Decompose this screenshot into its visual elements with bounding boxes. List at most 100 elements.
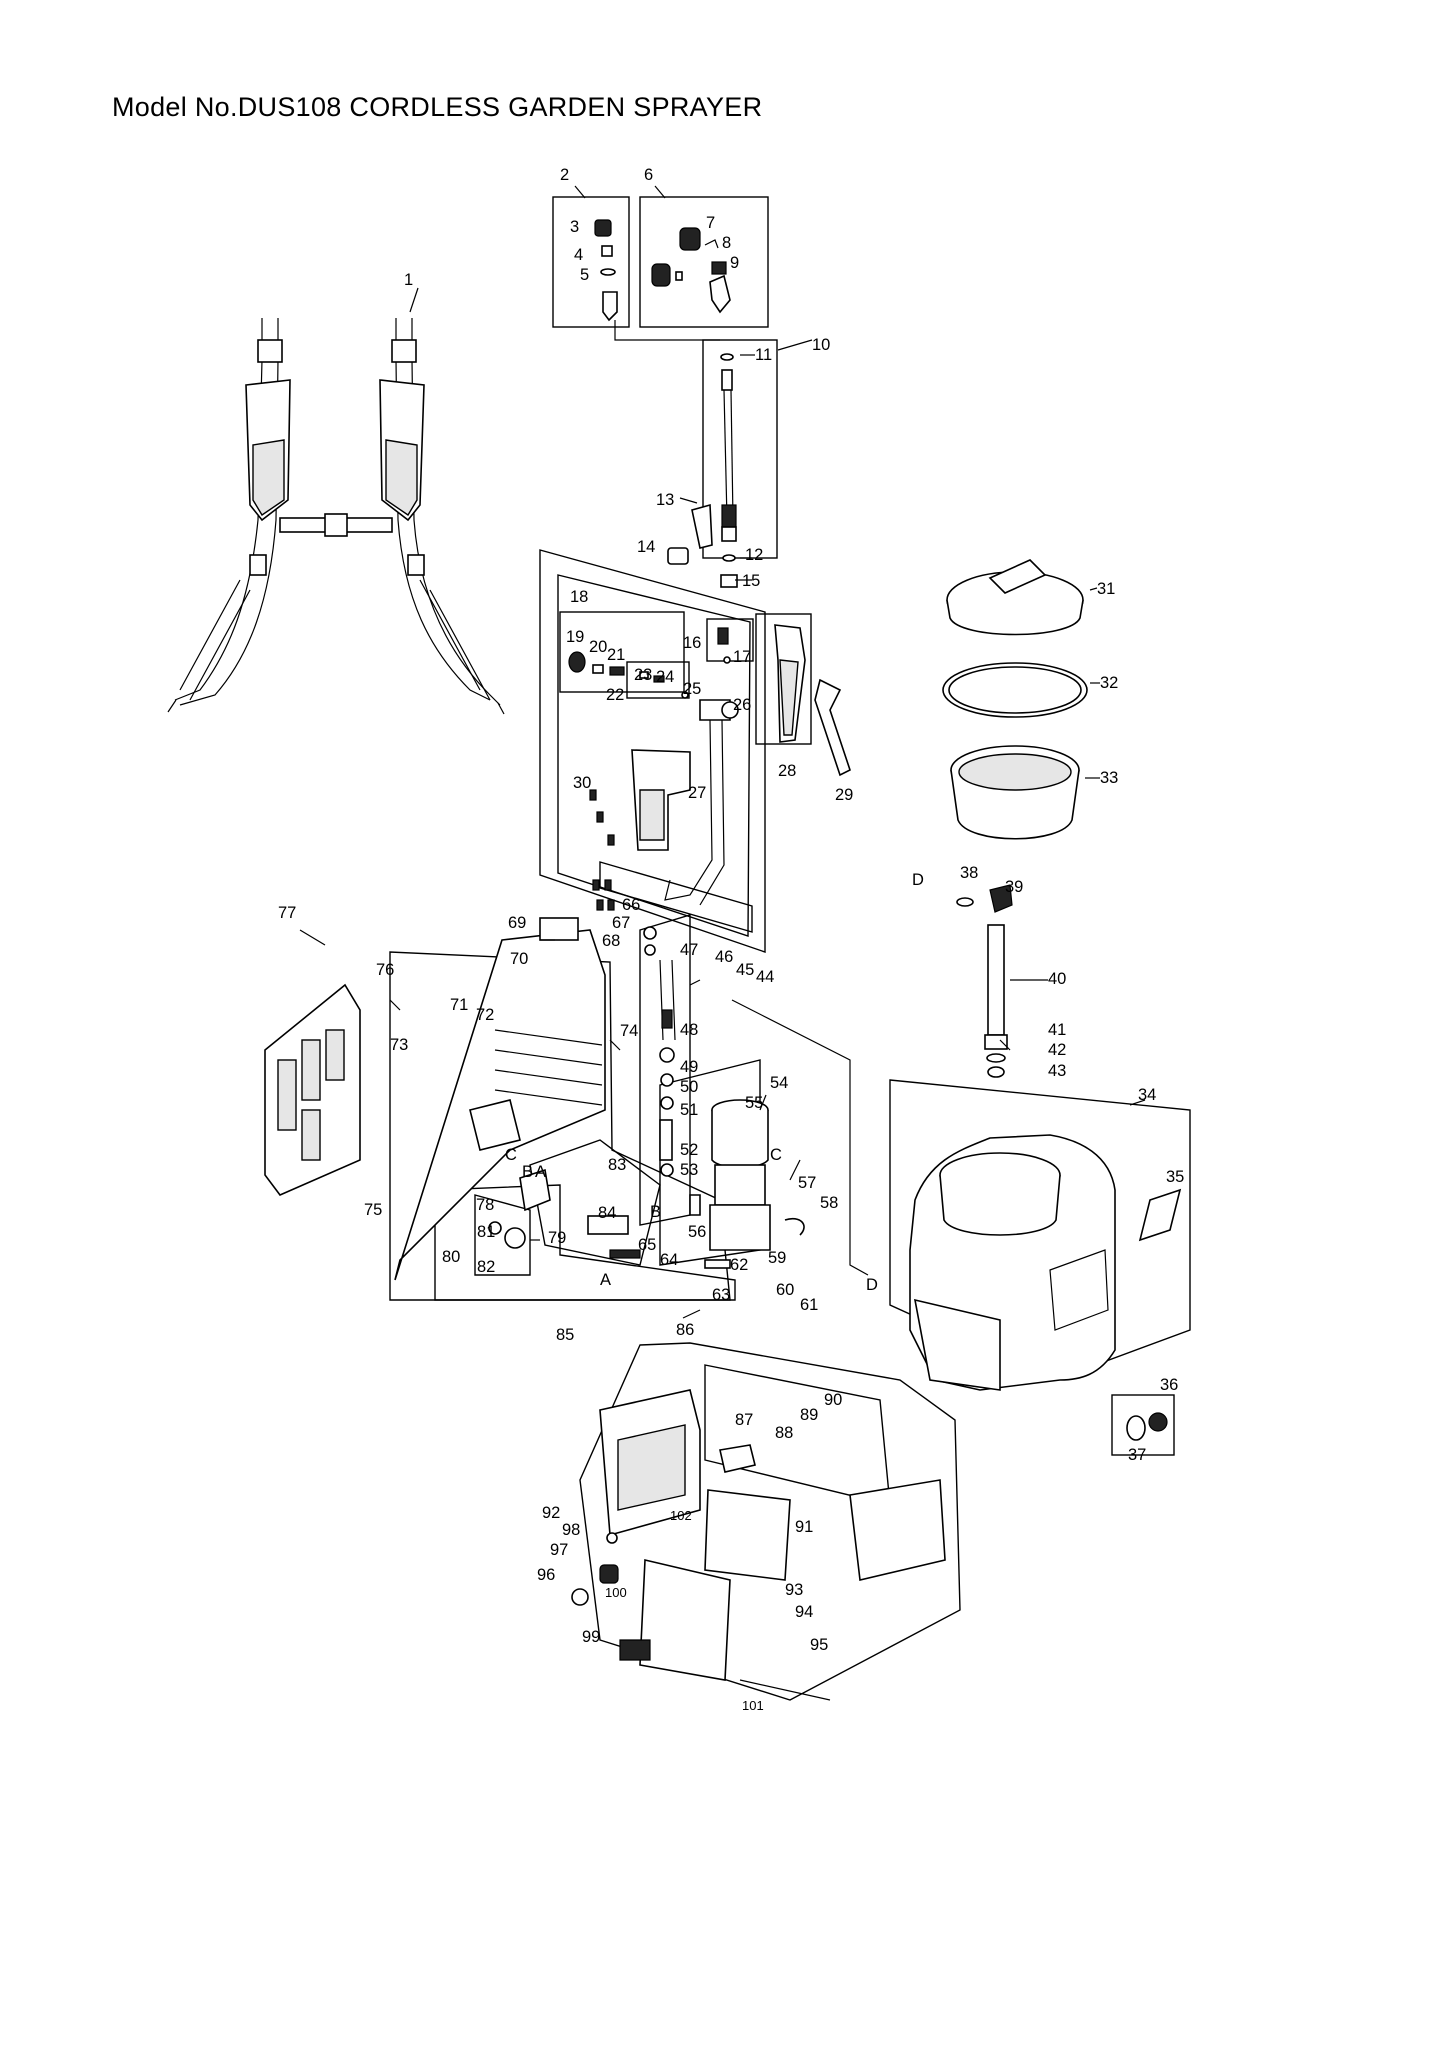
battery-holder-illustration xyxy=(571,1389,946,1701)
part-label-5: 5 xyxy=(580,266,589,284)
part-label-11: 11 xyxy=(755,346,772,364)
part-label-30: 30 xyxy=(573,774,591,792)
part-label-61: 61 xyxy=(800,1296,818,1314)
part-label-21: 21 xyxy=(607,646,625,664)
part-label-34: 34 xyxy=(1138,1086,1156,1104)
part-label-43: 43 xyxy=(1048,1062,1066,1080)
part-label-25: 25 xyxy=(683,680,701,698)
part-label-59: 59 xyxy=(768,1249,786,1267)
part-label-53: 53 xyxy=(680,1161,698,1179)
part-label-81: 81 xyxy=(477,1223,495,1241)
part-label-48: 48 xyxy=(680,1021,698,1039)
connector-label-a-1: A xyxy=(600,1271,611,1289)
part-label-4: 4 xyxy=(574,246,583,264)
connector-label-d-2: D xyxy=(912,871,924,889)
part-label-6: 6 xyxy=(644,166,653,184)
connector-label-b-2: B xyxy=(522,1163,533,1181)
pump-motor-illustration xyxy=(659,959,805,1269)
part-label-101: 101 xyxy=(742,1698,764,1713)
part-label-60: 60 xyxy=(776,1281,794,1299)
part-label-64: 64 xyxy=(660,1251,678,1269)
part-label-33: 33 xyxy=(1100,769,1118,787)
part-label-78: 78 xyxy=(476,1196,494,1214)
part-label-15: 15 xyxy=(742,572,760,590)
part-label-62: 62 xyxy=(730,1256,748,1274)
part-label-7: 7 xyxy=(706,214,715,232)
part-label-39: 39 xyxy=(1005,878,1023,896)
part-label-84: 84 xyxy=(598,1204,616,1222)
harness-illustration xyxy=(167,318,505,715)
connector-label-c-2: C xyxy=(505,1146,517,1164)
part-label-49: 49 xyxy=(680,1058,698,1076)
part-label-16: 16 xyxy=(683,634,701,652)
part-label-68: 68 xyxy=(602,932,620,950)
part-label-92: 92 xyxy=(542,1504,560,1522)
tank-body-illustration xyxy=(909,1134,1182,1441)
part-label-67: 67 xyxy=(612,914,630,932)
part-label-50: 50 xyxy=(680,1078,698,1096)
nozzle-wand-illustration xyxy=(594,219,738,588)
part-label-74: 74 xyxy=(620,1022,638,1040)
part-label-52: 52 xyxy=(680,1141,698,1159)
part-label-93: 93 xyxy=(785,1581,803,1599)
part-label-42: 42 xyxy=(1048,1041,1066,1059)
part-label-72: 72 xyxy=(476,1006,494,1024)
part-label-83: 83 xyxy=(608,1156,626,1174)
suction-tube-illustration xyxy=(956,884,1013,1078)
part-label-41: 41 xyxy=(1048,1021,1066,1039)
part-label-73: 73 xyxy=(390,1036,408,1054)
part-label-89: 89 xyxy=(800,1406,818,1424)
part-label-26: 26 xyxy=(733,696,751,714)
part-label-99: 99 xyxy=(582,1628,600,1646)
part-label-96: 96 xyxy=(537,1566,555,1584)
part-label-38: 38 xyxy=(960,864,978,882)
part-label-10: 10 xyxy=(812,336,830,354)
part-label-29: 29 xyxy=(835,786,853,804)
part-label-3: 3 xyxy=(570,218,579,236)
part-label-100: 100 xyxy=(605,1585,627,1600)
part-label-17: 17 xyxy=(733,648,751,666)
part-label-90: 90 xyxy=(824,1391,842,1409)
connector-label-d-1: D xyxy=(866,1276,878,1294)
part-label-77: 77 xyxy=(278,904,296,922)
part-label-95: 95 xyxy=(810,1636,828,1654)
part-label-45: 45 xyxy=(736,961,754,979)
part-label-2: 2 xyxy=(560,166,569,184)
part-label-44: 44 xyxy=(756,968,774,986)
tank-lid-filter-illustration xyxy=(942,559,1088,840)
part-label-63: 63 xyxy=(712,1286,730,1304)
part-label-65: 65 xyxy=(638,1236,656,1254)
part-label-46: 46 xyxy=(715,948,733,966)
part-labels: 1 2 3 4 5 6 7 8 9 10 11 12 13 14 15 16 1… xyxy=(278,166,1184,1713)
part-label-54: 54 xyxy=(770,1074,788,1092)
part-label-94: 94 xyxy=(795,1603,813,1621)
part-label-87: 87 xyxy=(735,1411,753,1429)
connector-label-a-2: A xyxy=(535,1163,546,1181)
part-label-56: 56 xyxy=(688,1223,706,1241)
part-label-79: 79 xyxy=(548,1229,566,1247)
part-label-31: 31 xyxy=(1097,580,1115,598)
part-label-13: 13 xyxy=(656,491,674,509)
part-label-47: 47 xyxy=(680,941,698,959)
part-label-1: 1 xyxy=(404,271,413,289)
part-label-19: 19 xyxy=(566,628,584,646)
part-label-12: 12 xyxy=(745,546,763,564)
part-label-35: 35 xyxy=(1166,1168,1184,1186)
handle-assembly-illustration xyxy=(568,624,851,956)
part-label-36: 36 xyxy=(1160,1376,1178,1394)
leader-lines xyxy=(299,185,1146,1319)
part-label-85: 85 xyxy=(556,1326,574,1344)
part-label-57: 57 xyxy=(798,1174,816,1192)
part-label-14: 14 xyxy=(637,538,655,556)
part-label-28: 28 xyxy=(778,762,796,780)
part-label-22: 22 xyxy=(606,686,624,704)
connector-label-c-1: C xyxy=(770,1146,782,1164)
part-label-58: 58 xyxy=(820,1194,838,1212)
part-label-69: 69 xyxy=(508,914,526,932)
part-label-8: 8 xyxy=(722,234,731,252)
part-label-82: 82 xyxy=(477,1258,495,1276)
part-label-98: 98 xyxy=(562,1521,580,1539)
part-label-66: 66 xyxy=(622,896,640,914)
part-label-91: 91 xyxy=(795,1518,813,1536)
